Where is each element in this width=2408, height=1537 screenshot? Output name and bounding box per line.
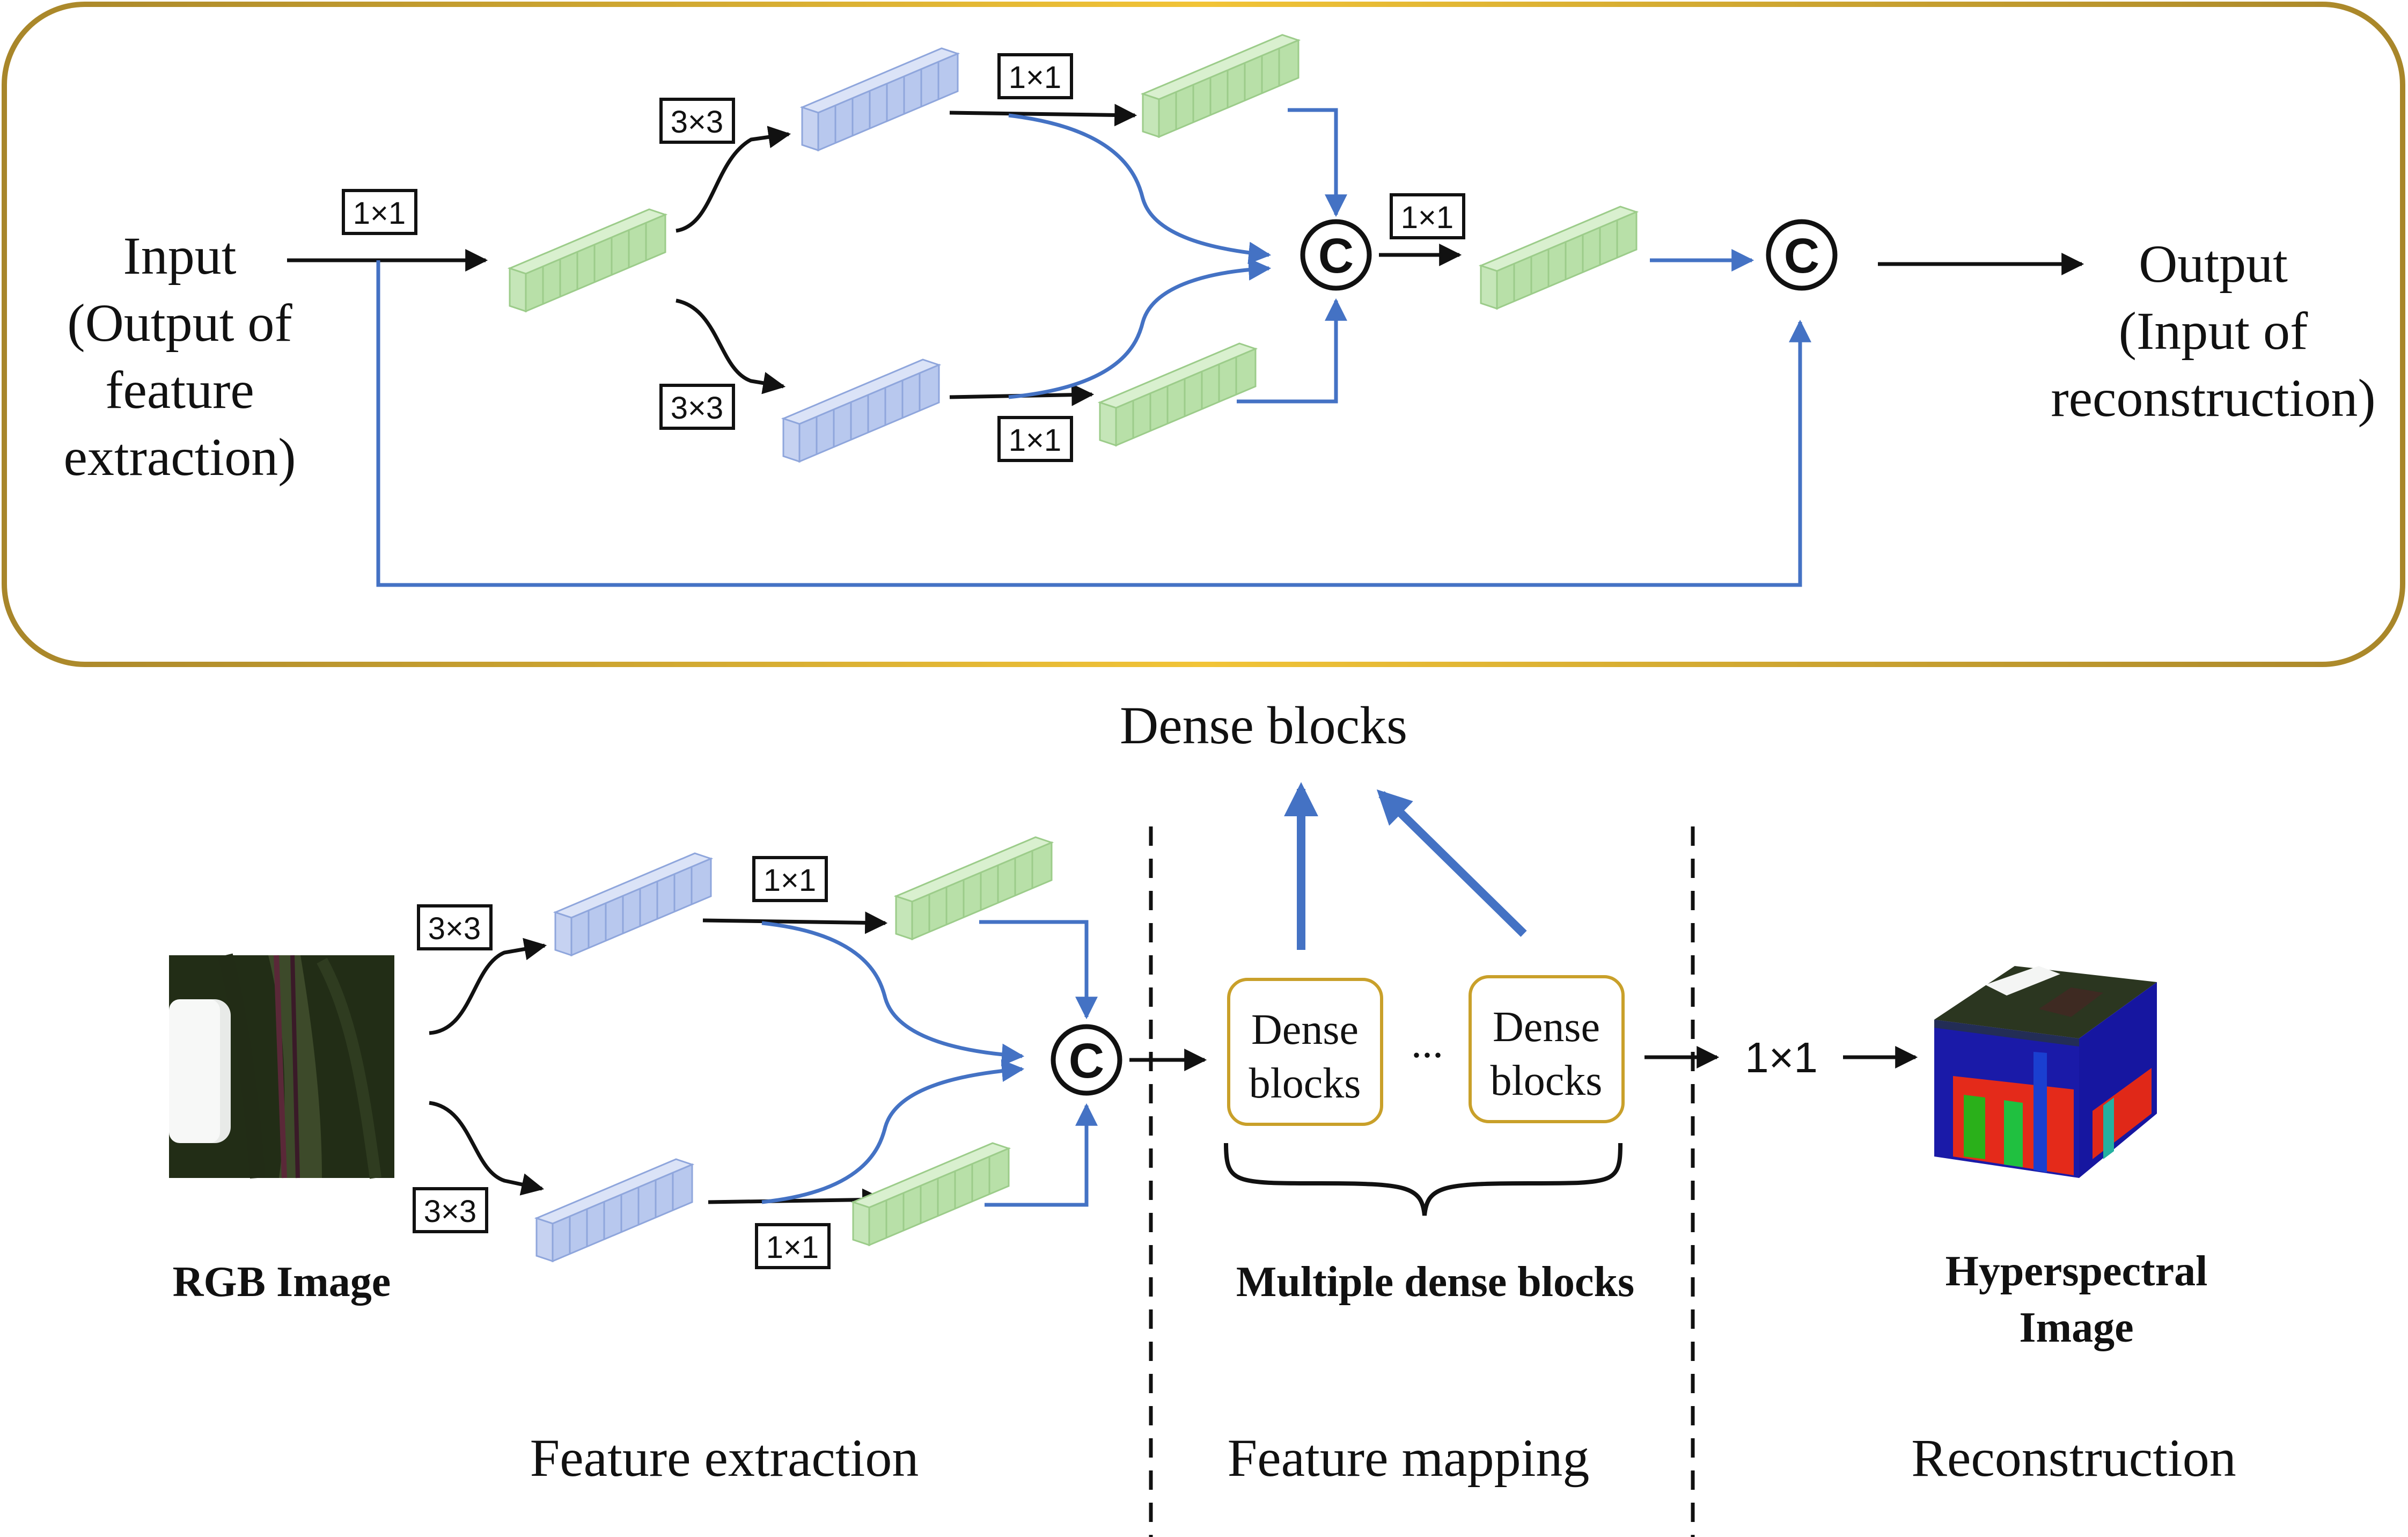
- upper-to-concat: [1288, 108, 1347, 217]
- ov-upper-to-concat: [979, 920, 1098, 1020]
- svg-text:Dense: Dense: [1493, 1004, 1600, 1051]
- kernel-label-upper-1x1: 1×1: [997, 53, 1073, 99]
- svg-text:Image: Image: [2019, 1304, 2133, 1351]
- dense-link-upper: [1008, 113, 1272, 265]
- svg-text:3×3: 3×3: [428, 911, 481, 946]
- dense-block-box-2: Dense blocks: [1469, 975, 1625, 1123]
- svg-text:Hyperspectral: Hyperspectral: [1946, 1248, 2208, 1295]
- ov-kernel-label-lower-1x1: 1×1: [755, 1223, 831, 1269]
- rgb-caption: RGB Image: [173, 1258, 391, 1306]
- lower-to-concat: [1237, 298, 1347, 404]
- ov-dense-link-upper: [761, 921, 1025, 1066]
- svg-text:blocks: blocks: [1249, 1060, 1361, 1107]
- svg-text:Dense: Dense: [1251, 1006, 1359, 1053]
- dense-block-frame: [2, 2, 2405, 667]
- feature-block-post-concat: [1480, 206, 1638, 310]
- svg-text:1×1: 1×1: [763, 863, 816, 898]
- dense-block-box-1: Dense blocks: [1227, 978, 1383, 1126]
- hyper-caption: Hyperspectral Image: [1946, 1248, 2208, 1351]
- svg-text:Output: Output: [2139, 234, 2288, 294]
- kernel-label-lower-3x3: 3×3: [659, 384, 735, 430]
- upper-branch-arrow: [676, 126, 791, 233]
- svg-text:3×3: 3×3: [671, 391, 723, 426]
- reconstruction-kernel-label: 1×1: [1745, 1034, 1818, 1081]
- kernel-label-first: 1×1: [342, 189, 417, 235]
- ov-block-upper-3x3: [554, 852, 712, 956]
- svg-text:C: C: [1318, 229, 1354, 283]
- ov-concat-node: C: [1051, 1024, 1122, 1096]
- feature-block-upper-1x1: [1142, 34, 1300, 138]
- feature-block-lower-3x3: [782, 358, 940, 463]
- feature-block-input: [509, 208, 666, 312]
- svg-text:reconstruction): reconstruction): [2051, 368, 2375, 428]
- svg-text:C: C: [1784, 229, 1819, 283]
- multiple-caption: Multiple dense blocks: [1236, 1258, 1634, 1306]
- svg-text:1×1: 1×1: [1009, 423, 1061, 458]
- mapping-arrow-up-2: [1376, 789, 1527, 937]
- ov-lower-1x1-arrow: [708, 1188, 885, 1211]
- svg-text:3×3: 3×3: [424, 1194, 476, 1229]
- svg-text:1×1: 1×1: [1009, 60, 1061, 95]
- upper-1x1-arrow: [949, 104, 1137, 127]
- dense-block-ellipsis: ...: [1411, 1020, 1443, 1067]
- svg-text:1×1: 1×1: [1401, 200, 1453, 235]
- feature-block-upper-3x3: [801, 47, 959, 151]
- dense-link-lower: [1008, 258, 1272, 399]
- kernel-label-upper-3x3: 3×3: [659, 98, 735, 144]
- dense-blocks-brace: [1224, 1143, 1623, 1216]
- svg-text:(Output of: (Output of: [67, 293, 292, 353]
- svg-text:(Input of: (Input of: [2119, 301, 2308, 361]
- stage-feature-mapping: Feature mapping: [1228, 1428, 1590, 1488]
- dense-blocks-heading: Dense blocks: [1120, 696, 1407, 755]
- rgb-image: [169, 953, 394, 1179]
- concat-node-1: C: [1300, 219, 1372, 291]
- stage-reconstruction: Reconstruction: [1911, 1428, 2236, 1488]
- svg-text:extraction): extraction): [63, 427, 296, 487]
- ov-kernel-label-upper-3x3: 3×3: [417, 904, 493, 950]
- svg-text:blocks: blocks: [1491, 1057, 1603, 1104]
- svg-text:1×1: 1×1: [353, 196, 406, 231]
- ov-lower-to-concat: [985, 1103, 1098, 1207]
- ov-dense-link-lower: [761, 1059, 1025, 1204]
- hyperspectral-cube: [1934, 966, 2157, 1178]
- dense-output-label: Output (Input of reconstruction): [2051, 234, 2375, 428]
- concat-node-2: C: [1766, 219, 1838, 291]
- skip-connection: [376, 260, 1811, 587]
- ov-kernel-label-lower-3x3: 3×3: [413, 1187, 488, 1233]
- ov-kernel-label-upper-1x1: 1×1: [752, 856, 828, 902]
- ov-upper-1x1-arrow: [702, 911, 888, 934]
- ov-block-lower-3x3: [535, 1158, 693, 1262]
- svg-text:1×1: 1×1: [766, 1230, 819, 1265]
- kernel-label-post-concat: 1×1: [1390, 193, 1465, 239]
- kernel-label-lower-1x1: 1×1: [997, 416, 1073, 462]
- svg-text:Input: Input: [123, 226, 236, 286]
- svg-text:3×3: 3×3: [671, 105, 723, 140]
- lower-branch-arrow: [676, 298, 786, 394]
- ov-lower-branch-arrow: [429, 1101, 545, 1196]
- dense-input-label: Input (Output of feature extraction): [63, 226, 296, 487]
- svg-text:C: C: [1069, 1034, 1104, 1088]
- stage-feature-extraction: Feature extraction: [530, 1428, 919, 1488]
- ov-block-lower-1x1: [852, 1142, 1010, 1246]
- svg-text:feature: feature: [105, 360, 254, 420]
- ov-upper-branch-arrow: [429, 938, 547, 1035]
